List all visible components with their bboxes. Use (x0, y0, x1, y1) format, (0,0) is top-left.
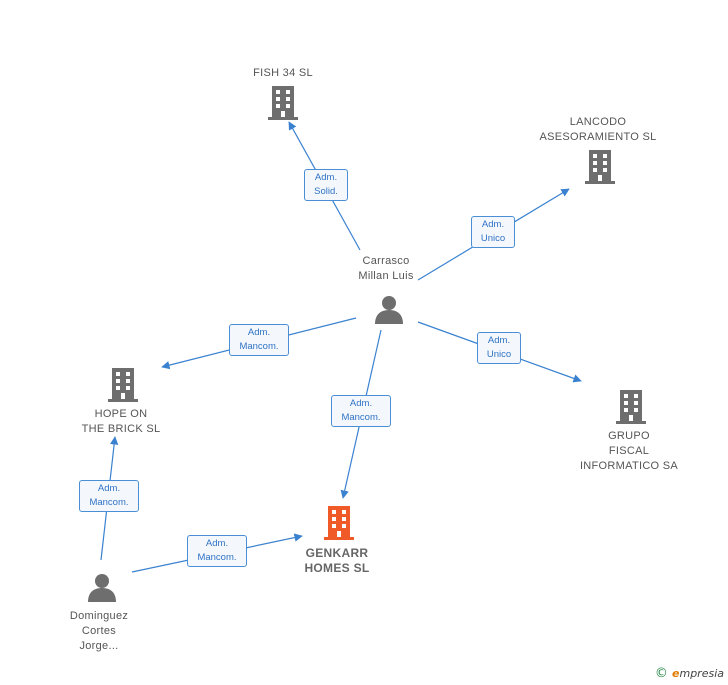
node-label-dominguez[interactable]: Dominguez Cortes Jorge... (69, 610, 129, 652)
edge-label-carrasco-grupo[interactable]: Adm. Unico (477, 332, 521, 364)
copyright-footer: © empresia (655, 666, 724, 681)
node-label-genkarr[interactable]: GENKARR HOMES SL (304, 546, 370, 575)
copyright-symbol: © (654, 666, 668, 681)
building-icon[interactable] (268, 86, 298, 120)
node-label-carrasco[interactable]: Carrasco Millan Luis (358, 255, 414, 282)
brand-name: mpresia (679, 667, 724, 680)
edge-label-dominguez-genkarr[interactable]: Adm. Mancom. (187, 535, 247, 567)
edge-label-carrasco-hope[interactable]: Adm. Mancom. (229, 324, 289, 356)
node-label-hope[interactable]: HOPE ON THE BRICK SL (81, 408, 161, 435)
building-icon[interactable] (585, 150, 615, 184)
edge-label-dominguez-hope[interactable]: Adm. Mancom. (79, 480, 139, 512)
node-label-lancodo[interactable]: LANCODO ASESORAMIENTO SL (539, 116, 657, 143)
edge-label-carrasco-fish34[interactable]: Adm. Solid. (304, 169, 348, 201)
person-icon[interactable] (87, 572, 117, 602)
building-icon[interactable] (616, 390, 646, 424)
person-icon[interactable] (374, 294, 404, 324)
edge-label-carrasco-genkarr[interactable]: Adm. Mancom. (331, 395, 391, 427)
brand-logo: empresia (672, 667, 724, 680)
edge-label-carrasco-lancodo[interactable]: Adm. Unico (471, 216, 515, 248)
node-label-fish34[interactable]: FISH 34 SL (253, 67, 313, 79)
main-building-icon[interactable] (324, 506, 354, 540)
brand-initial: e (672, 667, 680, 680)
building-icon[interactable] (108, 368, 138, 402)
node-label-grupo[interactable]: GRUPO FISCAL INFORMATICO SA (579, 430, 679, 472)
